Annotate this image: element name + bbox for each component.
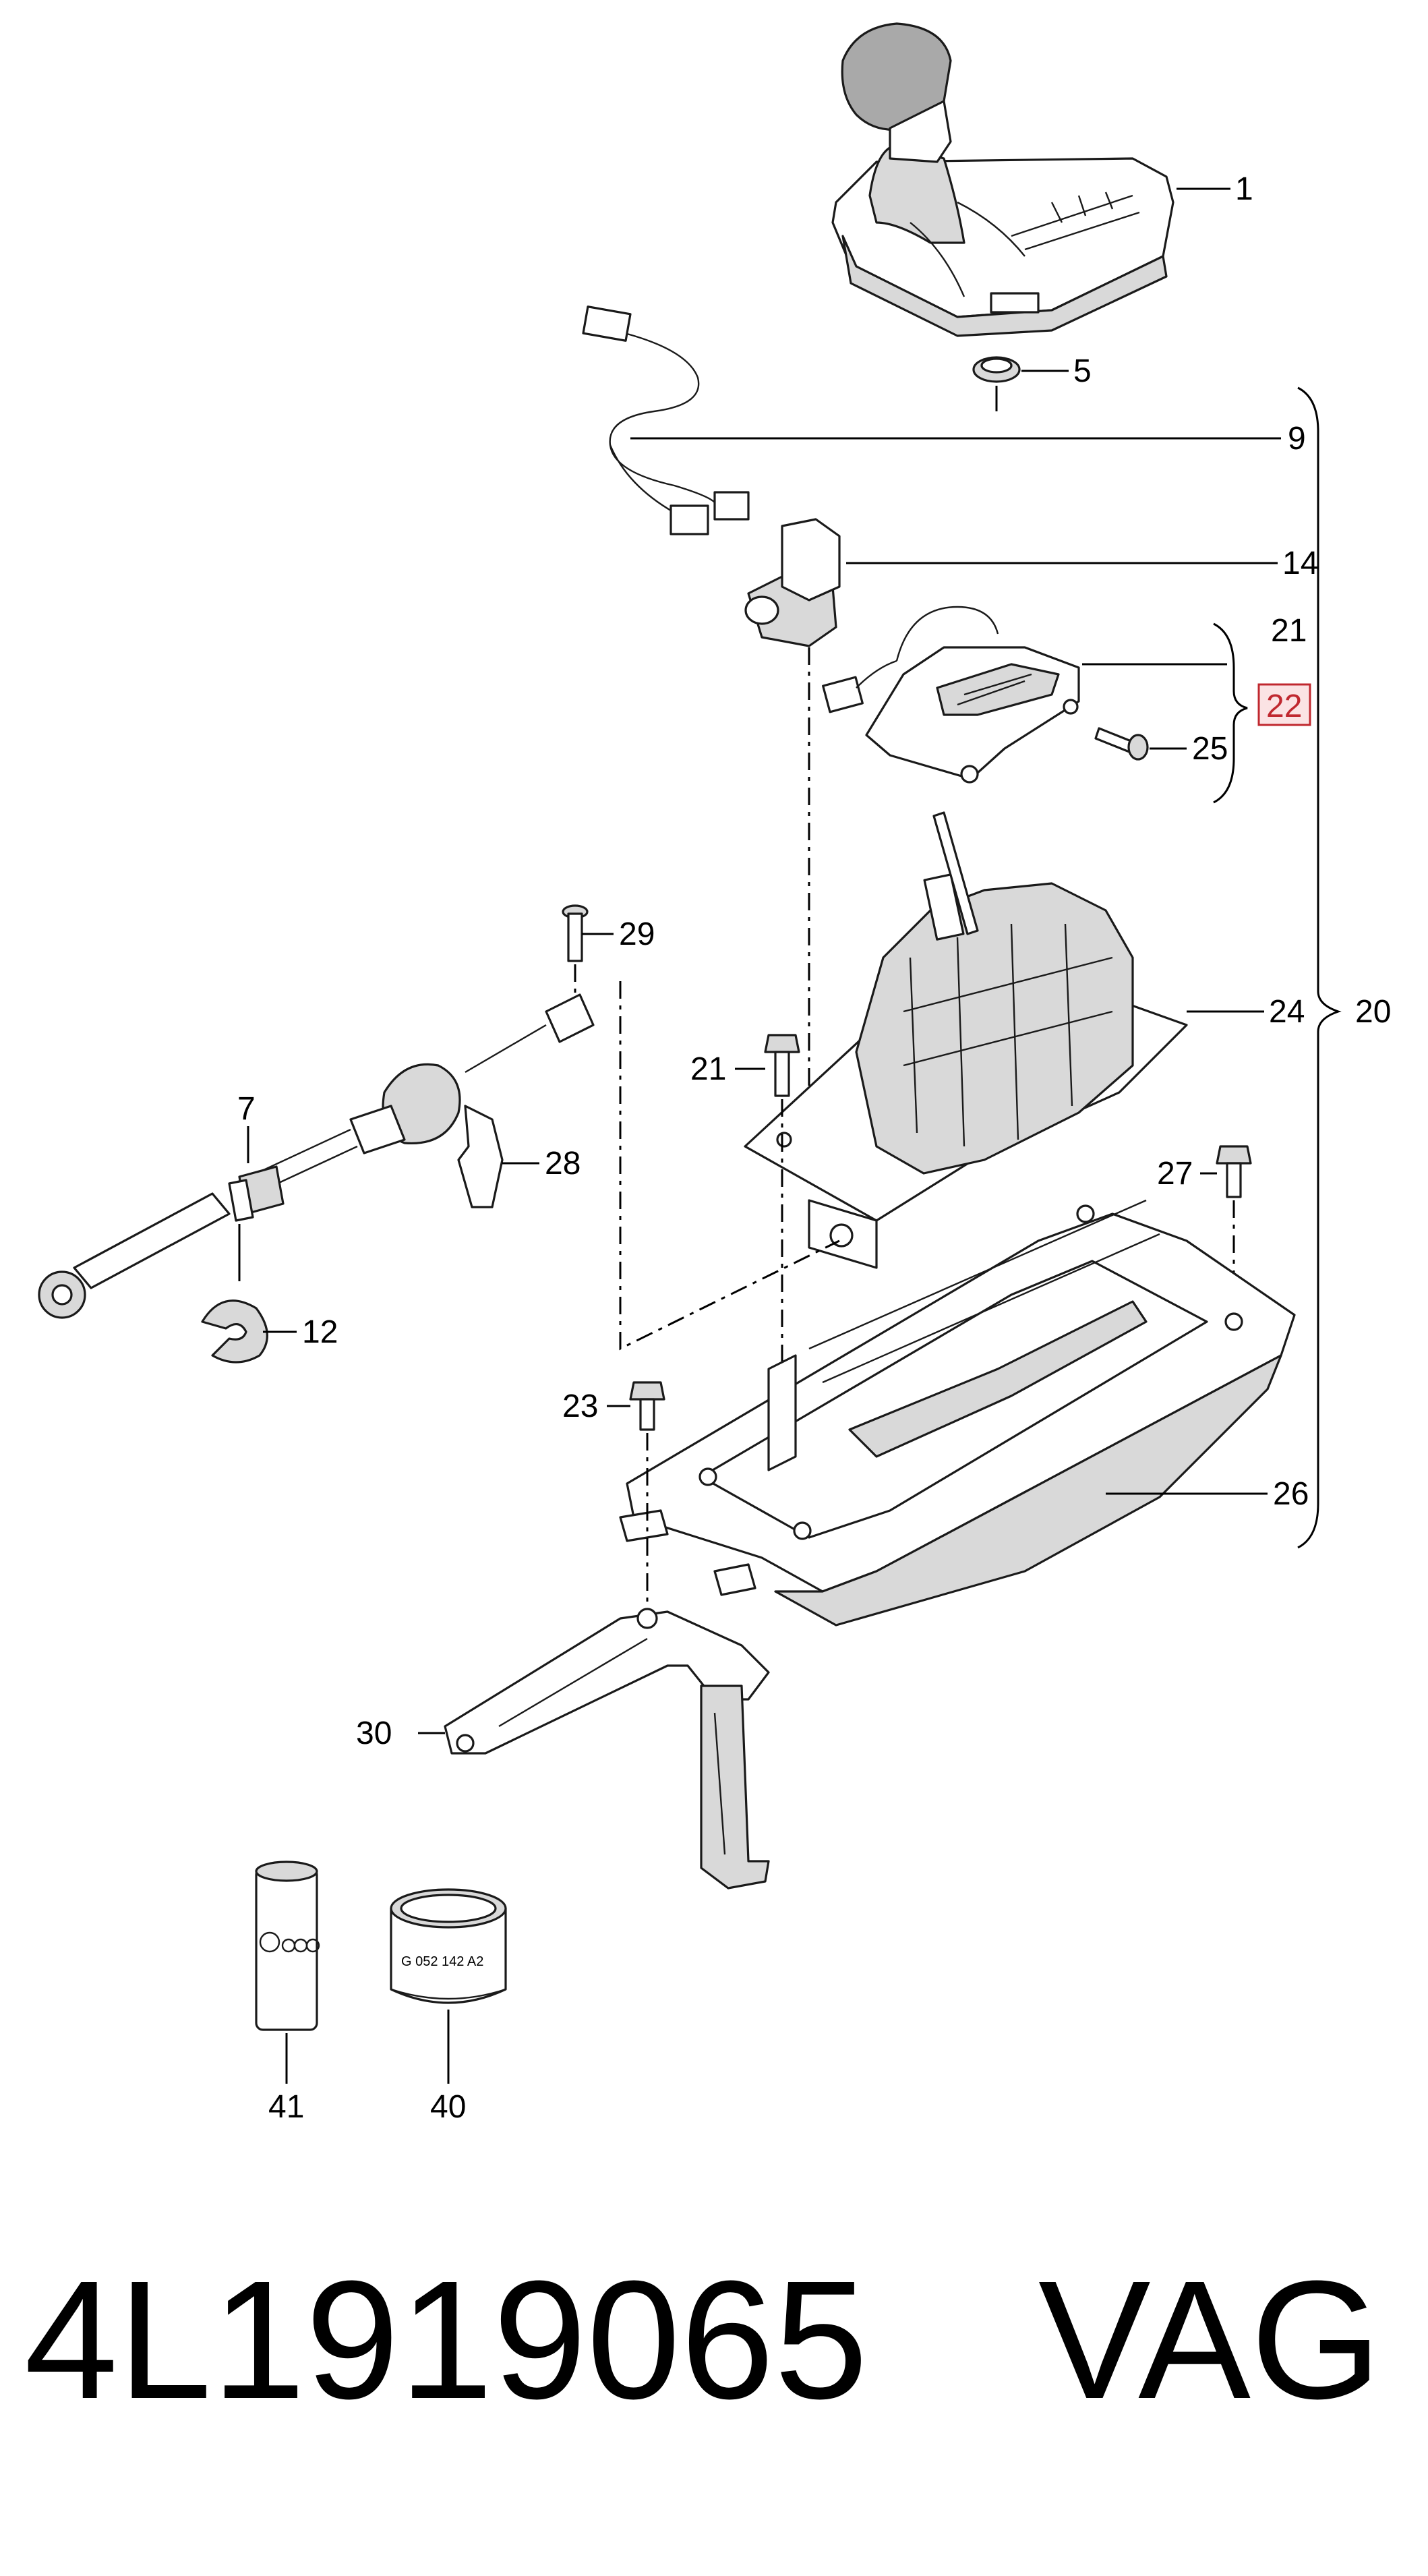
callout-29: 29	[619, 916, 655, 952]
part-7-selector-cable	[38, 993, 595, 1319]
part-30-bracket	[444, 1608, 770, 1890]
part-14-switch-connector	[744, 518, 841, 1106]
part-21-bolt	[764, 1034, 800, 1376]
part-29-pin	[562, 904, 589, 998]
callout-5: 5	[1073, 353, 1092, 389]
callout-7: 7	[237, 1091, 256, 1127]
part-5-seal-ring	[972, 356, 1021, 411]
leader-lines	[263, 187, 1281, 1734]
part-12-circlip	[201, 1299, 268, 1364]
part-number: 4L1919065	[24, 2246, 868, 2434]
part-26-housing-tray	[619, 1199, 1296, 1627]
part-23-bolt	[629, 1381, 665, 1618]
callout-28: 28	[545, 1146, 581, 1181]
callout-25: 25	[1192, 731, 1228, 767]
part-22-cover-with-cable	[822, 606, 1080, 784]
callout-23: 23	[562, 1388, 598, 1424]
part-1-selector-lever-housing	[831, 22, 1174, 337]
part-41-grease-tube	[255, 1861, 320, 2084]
callout-26: 26	[1273, 1476, 1309, 1512]
callout-1: 1	[1235, 171, 1253, 207]
callout-20: 20	[1355, 994, 1391, 1030]
callout-22: 22	[1266, 689, 1302, 724]
callout-labels: 1 5 9 14 21 22 25 24 20 29 7 28 21 27 12…	[237, 171, 1391, 2125]
callout-14: 14	[1282, 546, 1318, 581]
cable-connection-dashline	[619, 981, 840, 1351]
callout-24: 24	[1269, 994, 1305, 1030]
callout-22-highlight-box	[1257, 683, 1311, 726]
callout-30: 30	[356, 1716, 392, 1751]
callout-21-top: 21	[1271, 613, 1307, 649]
callout-41: 41	[268, 2089, 304, 2125]
can-label: G 052 142 A2	[401, 1954, 483, 1969]
callout-40: 40	[430, 2089, 466, 2125]
part-24-shift-mechanism	[744, 811, 1188, 1269]
group-bracket-22	[1213, 622, 1248, 804]
part-28-clip	[457, 1105, 504, 1208]
callout-12: 12	[302, 1314, 338, 1350]
callout-21-bolt: 21	[690, 1051, 726, 1087]
group-bracket-20	[1297, 386, 1342, 1549]
part-40-grease-can: G 052 142 A2	[390, 1888, 507, 2084]
callout-27: 27	[1157, 1156, 1193, 1192]
part-9-wiring-harness	[582, 305, 750, 535]
part-25-screw	[1094, 727, 1149, 761]
callout-9: 9	[1288, 421, 1306, 457]
brand-name: VAG	[1038, 2246, 1382, 2434]
